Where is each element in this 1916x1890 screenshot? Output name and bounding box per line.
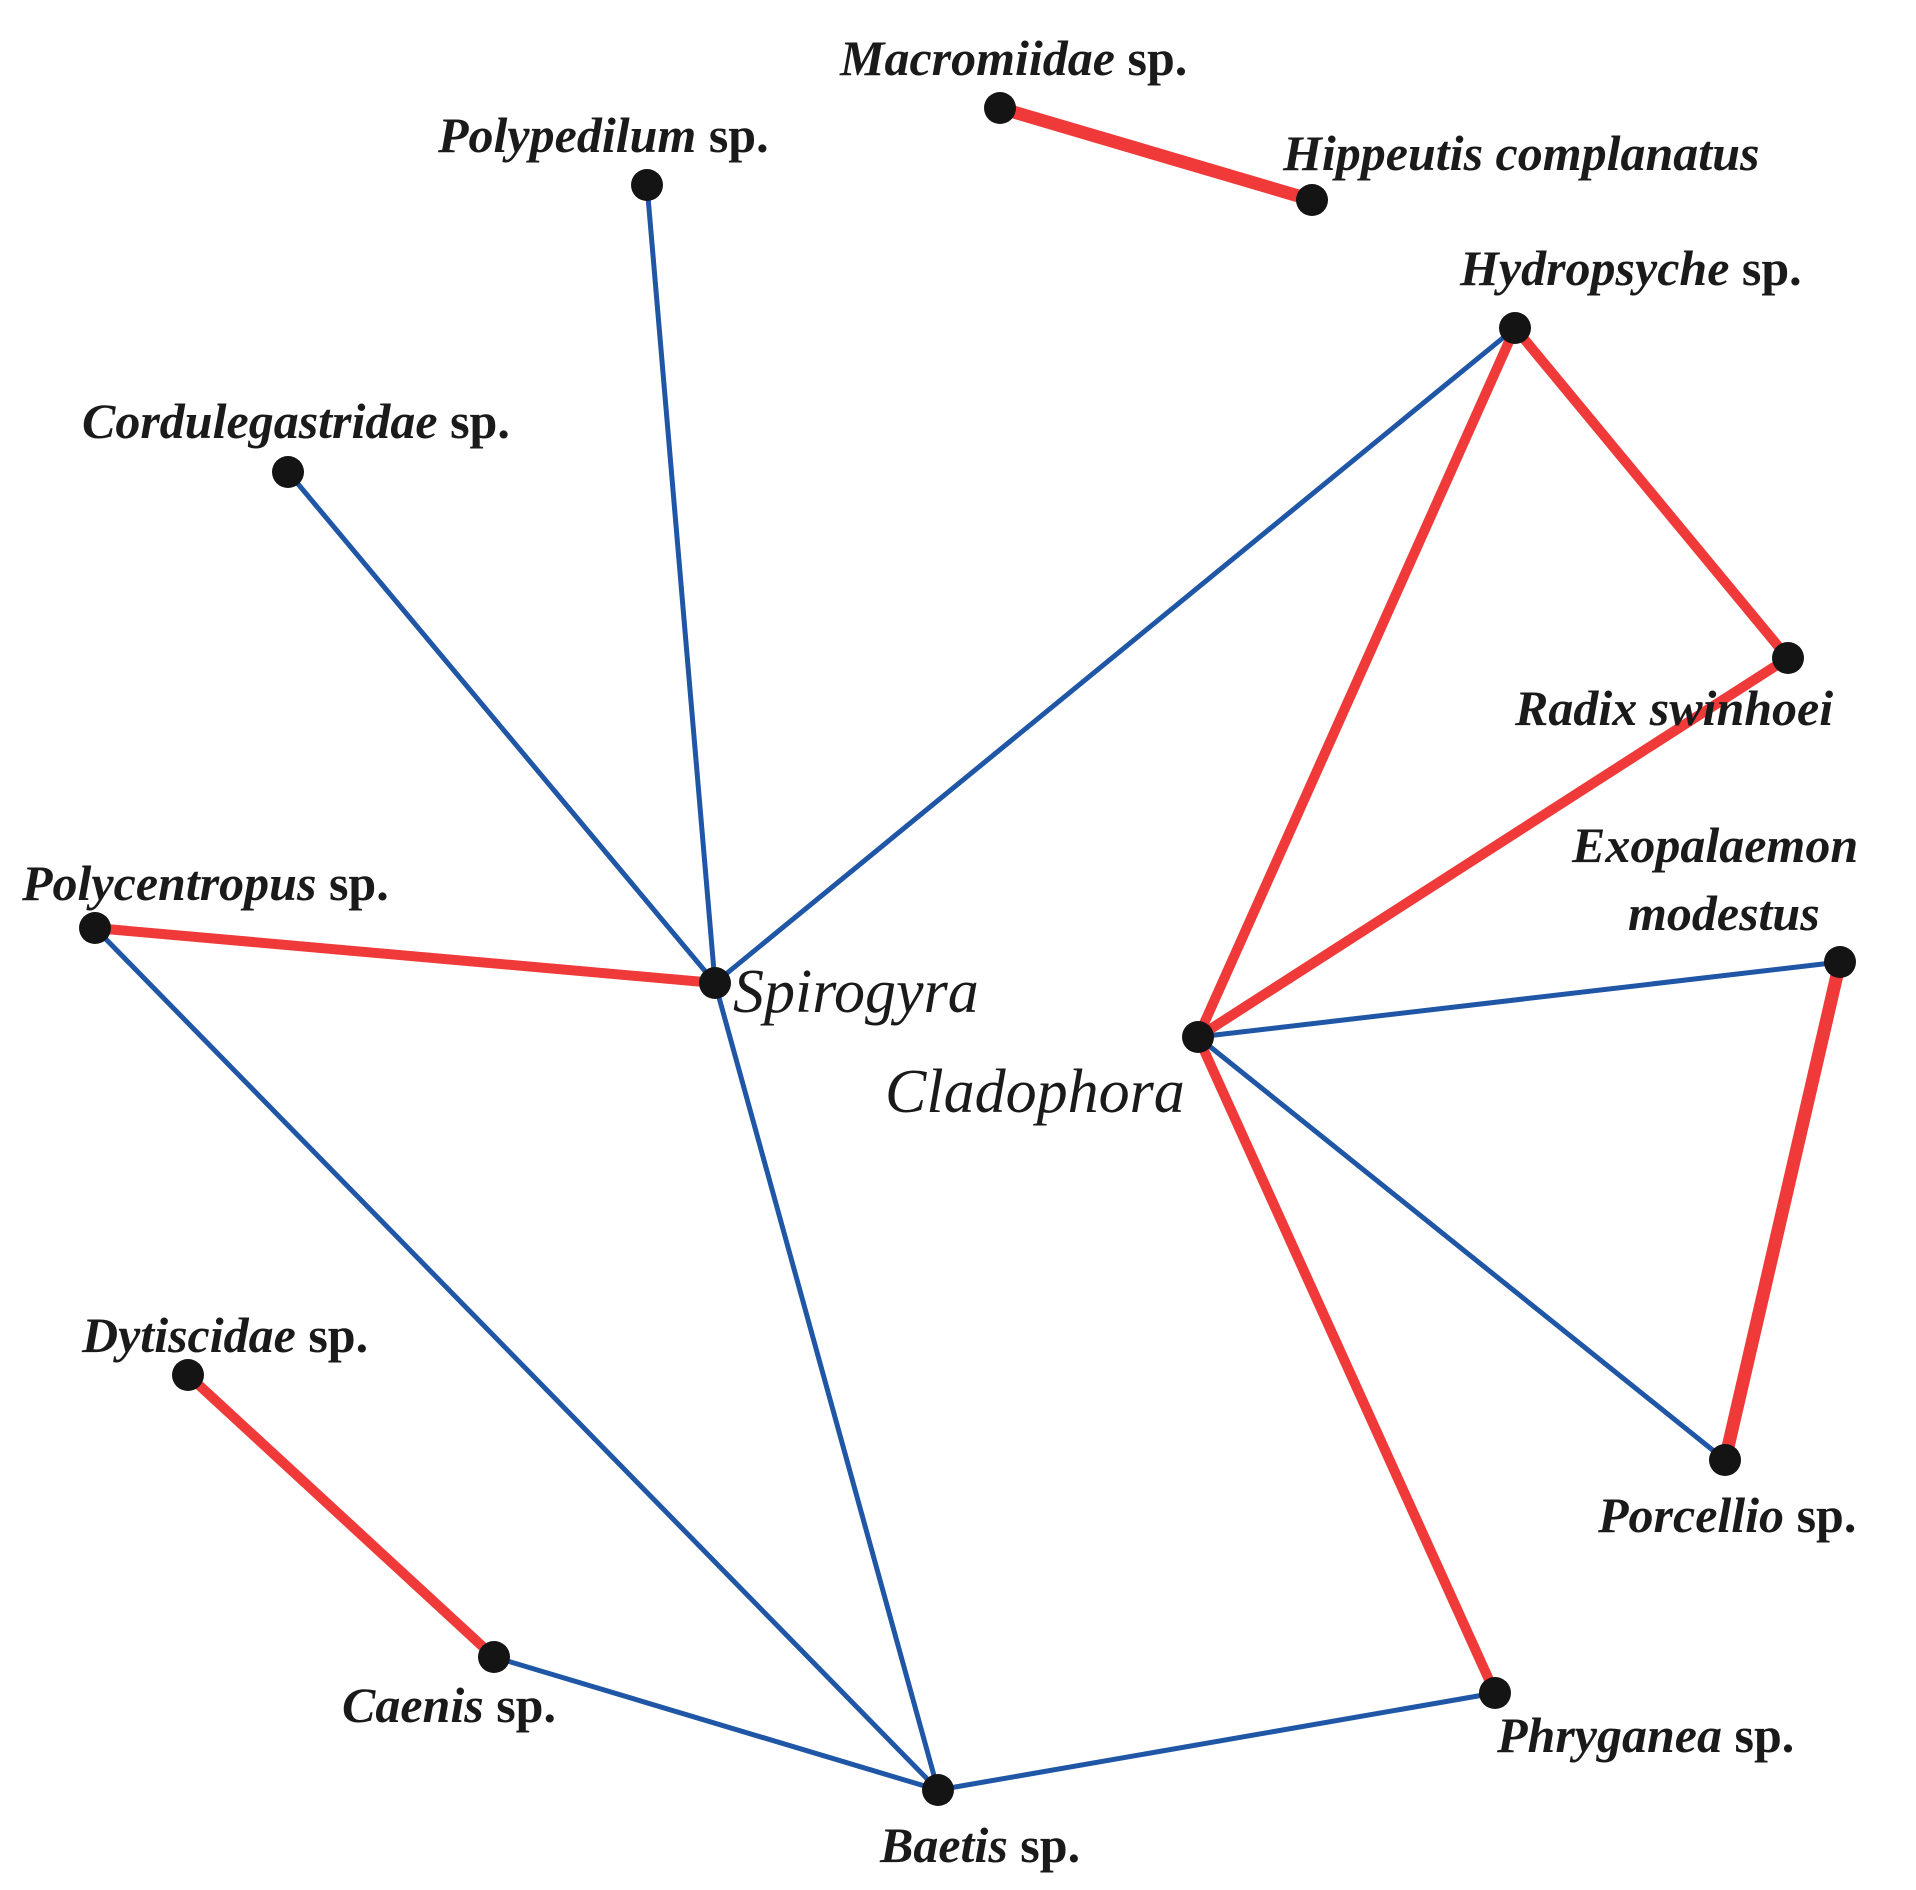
edge-dytiscidae-caenis [183,1370,499,1662]
edge-cladophora-phryganea [1193,1032,1500,1698]
label-cladophora: Cladophora [885,1058,1185,1126]
label-hydropsyche: Hydropsyche sp. [1459,240,1802,296]
node-exopalaemon [1824,946,1856,978]
label-hippeutis: Hippeutis complanatus [1282,125,1759,181]
node-polycentropus [79,912,111,944]
label-phryganea: Phryganea sp. [1496,1707,1794,1763]
edge-radix-cladophora [1193,653,1793,1042]
edge-cladophora-exopalaemon [1195,959,1843,1040]
edge-polycentropus-baetis [92,925,941,1793]
label-polypedilum: Polypedilum sp. [437,107,769,163]
node-hippeutis [1296,184,1328,216]
node-cladophora [1182,1021,1214,1053]
edge-spirogyra-baetis [712,980,941,1793]
edge-polypedilum-spirogyra [644,182,718,986]
label-dytiscidae: Dytiscidae sp. [81,1307,368,1363]
network-labels: Macromiidae sp. Hippeutis complanatus Po… [21,30,1858,1873]
label-porcellio: Porcellio sp. [1597,1487,1856,1543]
node-phryganea [1479,1677,1511,1709]
node-baetis [922,1774,954,1806]
edge-hydropsyche-radix [1510,323,1793,663]
edge-exopalaemon-porcellio [1718,955,1847,1467]
node-dytiscidae [172,1359,204,1391]
node-porcellio [1709,1444,1741,1476]
edge-macromiidae-hippeutis [993,101,1319,207]
edge-baetis-phryganea [935,1690,1498,1793]
label-cordulegastridae: Cordulegastridae sp. [82,393,510,449]
label-polycentropus: Polycentropus sp. [21,855,389,911]
node-cordulegastridae [272,456,304,488]
node-hydropsyche [1499,312,1531,344]
edge-caenis-baetis [491,1654,941,1793]
label-spirogyra: Spirogyra [733,958,979,1026]
label-baetis: Baetis sp. [879,1817,1080,1873]
edge-hydropsyche-cladophora [1193,323,1520,1042]
edge-polycentropus-spirogyra [90,923,720,988]
network-nodes [79,92,1856,1806]
label-caenis: Caenis sp. [342,1677,556,1733]
node-macromiidae [984,92,1016,124]
label-exopalaemon-line1: Exopalaemon [1571,817,1858,873]
node-polypedilum [631,169,663,201]
label-macromiidae: Macromiidae sp. [839,30,1187,86]
node-caenis [478,1641,510,1673]
node-radix [1772,642,1804,674]
network-edges [90,101,1847,1793]
label-radix: Radix swinhoei [1514,680,1833,736]
node-spirogyra [699,967,731,999]
edge-spirogyra-hydropsyche [712,325,1518,986]
label-exopalaemon-line2: modestus [1628,885,1820,941]
edge-cladophora-porcellio [1195,1034,1728,1463]
edge-cordulegastridae-spirogyra [285,469,718,986]
